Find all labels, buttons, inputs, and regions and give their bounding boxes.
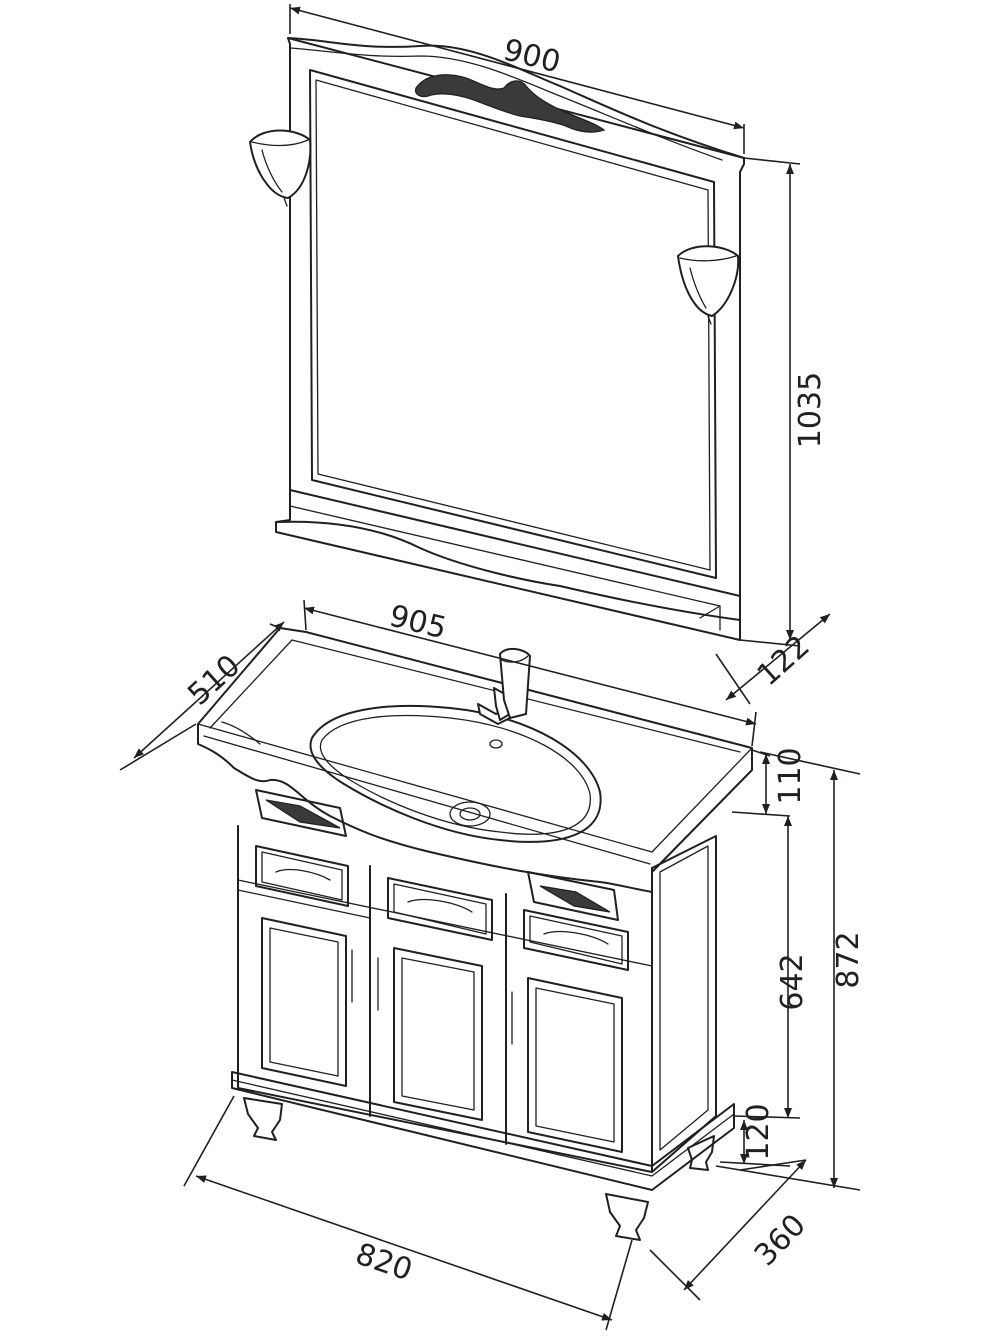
dim-leg-height: 120 xyxy=(741,1103,776,1160)
dim-cabinet-width: 820 xyxy=(351,1237,417,1289)
door-middle xyxy=(393,947,483,1121)
left-lamp xyxy=(249,129,312,207)
drawer-left xyxy=(255,845,349,907)
dimension-lines xyxy=(119,4,861,1331)
door-left xyxy=(261,917,347,1087)
dim-cabinet-depth: 360 xyxy=(748,1208,813,1274)
dim-body-height: 642 xyxy=(775,953,810,1010)
drawer-middle xyxy=(387,877,493,941)
dim-mirror-width: 900 xyxy=(500,33,564,81)
mirror xyxy=(249,37,745,641)
drawer-right xyxy=(523,909,629,971)
dim-sink-depth: 510 xyxy=(181,648,247,712)
drain xyxy=(449,801,491,827)
dim-top-height: 110 xyxy=(773,747,808,804)
dim-mirror-depth: 122 xyxy=(751,629,817,693)
basin xyxy=(309,704,602,843)
front-right-leg xyxy=(605,1193,649,1241)
door-right xyxy=(527,977,623,1153)
front-left-leg xyxy=(243,1097,283,1141)
vanity-cabinet xyxy=(231,789,735,1241)
faucet xyxy=(477,648,531,725)
dim-sink-width: 905 xyxy=(386,599,450,647)
dim-total-height: 872 xyxy=(831,931,866,988)
dim-mirror-height: 1035 xyxy=(793,372,828,448)
right-lamp xyxy=(677,245,740,325)
